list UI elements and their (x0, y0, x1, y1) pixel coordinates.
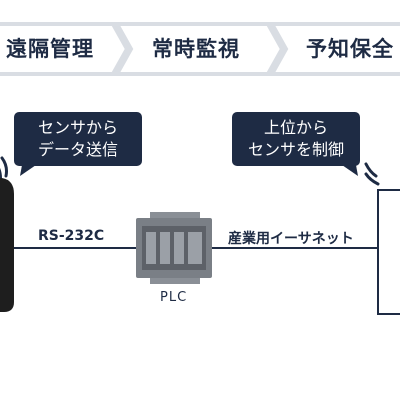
step-chevron-2 (113, 22, 285, 76)
bubble-left-line1: センサから (37, 118, 118, 137)
step-label-predictive-maintenance: 予知保全 (306, 36, 394, 61)
bubble-right-line2: センサを制御 (247, 140, 344, 159)
step-chevron-1 (0, 22, 130, 76)
bubble-left-line2: データ送信 (37, 140, 118, 159)
step-label-remote-management: 遠隔管理 (6, 36, 94, 61)
bubble-left (14, 112, 142, 166)
plc-label: PLC (160, 290, 188, 305)
bubble-right-text: 上位から センサを制御 (232, 117, 360, 161)
plc-module (136, 212, 212, 284)
controller-box (377, 189, 400, 315)
serial-label: RS-232C (38, 228, 105, 244)
bubble-right (232, 112, 360, 166)
bubble-left-text: センサから データ送信 (14, 117, 142, 161)
bubble-right-tail (342, 165, 358, 176)
bubble-left-tail (20, 165, 36, 176)
step-label-constant-monitoring: 常時監視 (152, 36, 240, 61)
sensor-device (0, 178, 14, 312)
step-chevron-3 (268, 22, 400, 76)
bubble-right-line1: 上位から (263, 118, 328, 137)
signal-waves-right (364, 162, 380, 186)
ethernet-label: 産業用イーサネット (228, 231, 354, 247)
